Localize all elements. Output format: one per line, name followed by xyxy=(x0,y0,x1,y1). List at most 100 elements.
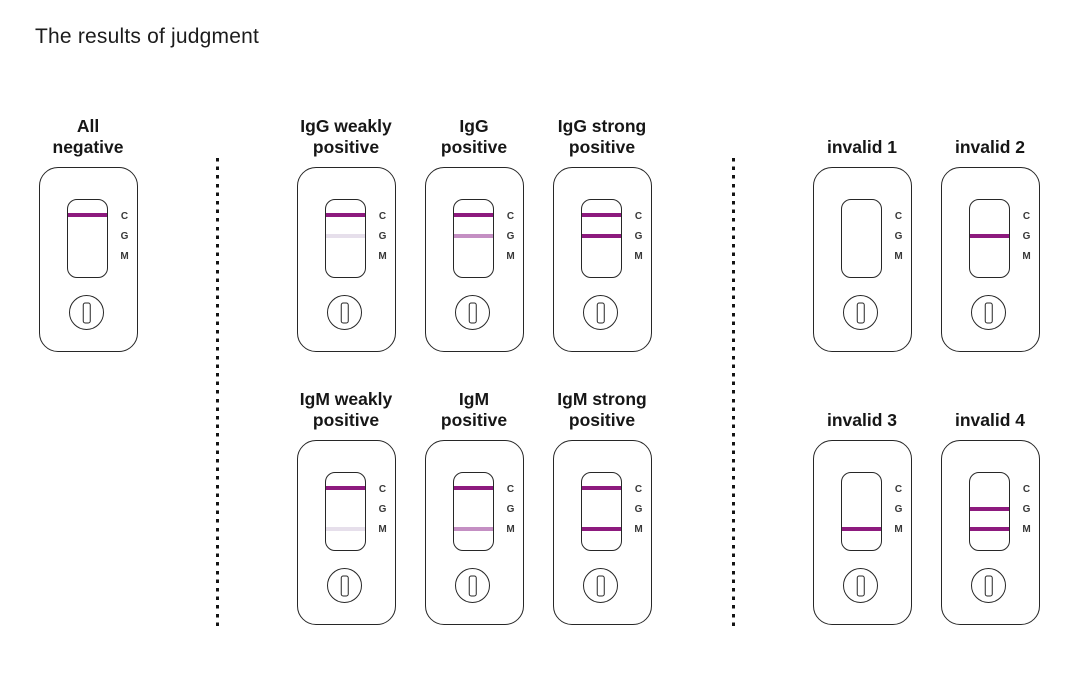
marker-g-label: G xyxy=(894,230,903,242)
marker-c-label: C xyxy=(894,210,903,222)
marker-m-label: M xyxy=(1022,523,1031,535)
control-line xyxy=(68,213,107,217)
marker-m-label: M xyxy=(506,523,515,535)
cassette-block-igg-strong-positive: IgG strong positive C G M xyxy=(522,108,682,352)
result-window xyxy=(325,472,366,551)
sample-well xyxy=(971,295,1006,330)
sample-well xyxy=(327,568,362,603)
result-window xyxy=(67,199,108,278)
cassette-label: invalid 4 xyxy=(954,410,1026,430)
igm-line xyxy=(68,254,107,258)
marker-m-label: M xyxy=(634,523,643,535)
result-window xyxy=(581,199,622,278)
result-window xyxy=(581,472,622,551)
test-cassette: C G M xyxy=(296,167,396,352)
result-window xyxy=(969,472,1010,551)
marker-g-label: G xyxy=(506,503,515,515)
marker-m-label: M xyxy=(1022,250,1031,262)
sample-well-slot xyxy=(856,302,865,323)
marker-m-label: M xyxy=(894,250,903,262)
result-window xyxy=(453,199,494,278)
marker-g-label: G xyxy=(1022,503,1031,515)
sample-well xyxy=(843,295,878,330)
test-cassette: C G M xyxy=(424,440,524,625)
cassette-label: IgG strong positive xyxy=(557,116,647,157)
cassette-block-invalid-3: invalid 3 C G M xyxy=(782,381,942,625)
igm-line xyxy=(582,254,621,258)
sample-well-slot xyxy=(856,575,865,596)
marker-c-label: C xyxy=(378,483,387,495)
igg-line xyxy=(454,233,493,238)
marker-g-label: G xyxy=(378,503,387,515)
marker-c-label: C xyxy=(378,210,387,222)
igg-line xyxy=(842,507,881,511)
marker-m-label: M xyxy=(120,250,129,262)
marker-g-label: G xyxy=(1022,230,1031,242)
result-window xyxy=(969,199,1010,278)
igg-line xyxy=(326,507,365,511)
marker-m-label: M xyxy=(378,250,387,262)
sample-well-slot xyxy=(596,575,605,596)
cassette-label: IgM weakly positive xyxy=(299,389,393,430)
control-line xyxy=(582,213,621,217)
sample-well xyxy=(583,295,618,330)
cassette-block-igm-weakly-positive: IgM weakly positive C G M xyxy=(266,381,426,625)
marker-c-label: C xyxy=(634,483,643,495)
sample-well xyxy=(327,295,362,330)
cassette-block-igm-strong-positive: IgM strong positive C G M xyxy=(522,381,682,625)
marker-g-label: G xyxy=(634,230,643,242)
cassette-block-invalid-4: invalid 4 C G M xyxy=(910,381,1070,625)
sample-well-slot xyxy=(340,575,349,596)
marker-c-label: C xyxy=(1022,483,1031,495)
igg-line xyxy=(68,234,107,238)
sample-well-slot xyxy=(984,575,993,596)
control-line xyxy=(326,213,365,217)
igm-line xyxy=(326,526,365,531)
marker-c-label: C xyxy=(1022,210,1031,222)
igg-line xyxy=(970,233,1009,238)
sample-well-slot xyxy=(596,302,605,323)
cassette-block-invalid-2: invalid 2 C G M xyxy=(910,108,1070,352)
igm-line xyxy=(454,526,493,531)
igm-line xyxy=(454,254,493,258)
control-line xyxy=(842,486,881,490)
control-line xyxy=(970,213,1009,217)
igm-line xyxy=(326,254,365,258)
test-cassette: C G M xyxy=(296,440,396,625)
result-window xyxy=(325,199,366,278)
sample-well xyxy=(971,568,1006,603)
cassette-block-igm-positive: IgM positive C G M xyxy=(394,381,554,625)
sample-well xyxy=(455,295,490,330)
marker-m-label: M xyxy=(894,523,903,535)
igg-line xyxy=(326,233,365,238)
cassette-label: IgG positive xyxy=(440,116,508,157)
marker-g-label: G xyxy=(506,230,515,242)
dashed-divider-right xyxy=(732,158,735,630)
marker-g-label: G xyxy=(378,230,387,242)
cassette-label: invalid 1 xyxy=(826,137,898,157)
test-cassette: C G M xyxy=(812,167,912,352)
marker-m-label: M xyxy=(506,250,515,262)
test-cassette: C G M xyxy=(552,440,652,625)
cassette-label: IgM positive xyxy=(440,389,508,430)
igm-line xyxy=(842,254,881,258)
result-window xyxy=(453,472,494,551)
result-window xyxy=(841,199,882,278)
test-cassette: C G M xyxy=(940,167,1040,352)
igg-line xyxy=(582,507,621,511)
result-window xyxy=(841,472,882,551)
igg-line xyxy=(582,233,621,238)
marker-g-label: G xyxy=(120,230,129,242)
igm-line xyxy=(970,526,1009,531)
marker-m-label: M xyxy=(634,250,643,262)
marker-c-label: C xyxy=(506,483,515,495)
sample-well xyxy=(583,568,618,603)
sample-well xyxy=(843,568,878,603)
sample-well-slot xyxy=(468,575,477,596)
sample-well-slot xyxy=(82,302,91,323)
cassette-block-igg-weakly-positive: IgG weakly positive C G M xyxy=(266,108,426,352)
control-line xyxy=(842,213,881,217)
cassette-label: invalid 2 xyxy=(954,137,1026,157)
igm-line xyxy=(842,526,881,531)
